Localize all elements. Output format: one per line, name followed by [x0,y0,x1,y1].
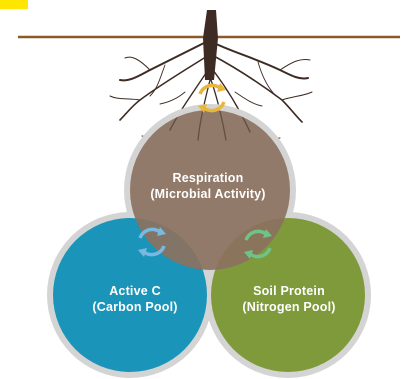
nitrogen-pool-title: Soil Protein [209,283,369,299]
carbon-pool-title: Active C [55,283,215,299]
respiration-label: Respiration (Microbial Activity) [120,170,296,202]
respiration-title: Respiration [120,170,296,186]
respiration-subtitle: (Microbial Activity) [120,186,296,202]
nitrogen-pool-subtitle: (Nitrogen Pool) [209,299,369,315]
nitrogen-pool-label: Soil Protein (Nitrogen Pool) [209,283,369,315]
carbon-pool-subtitle: (Carbon Pool) [55,299,215,315]
carbon-pool-label: Active C (Carbon Pool) [55,283,215,315]
